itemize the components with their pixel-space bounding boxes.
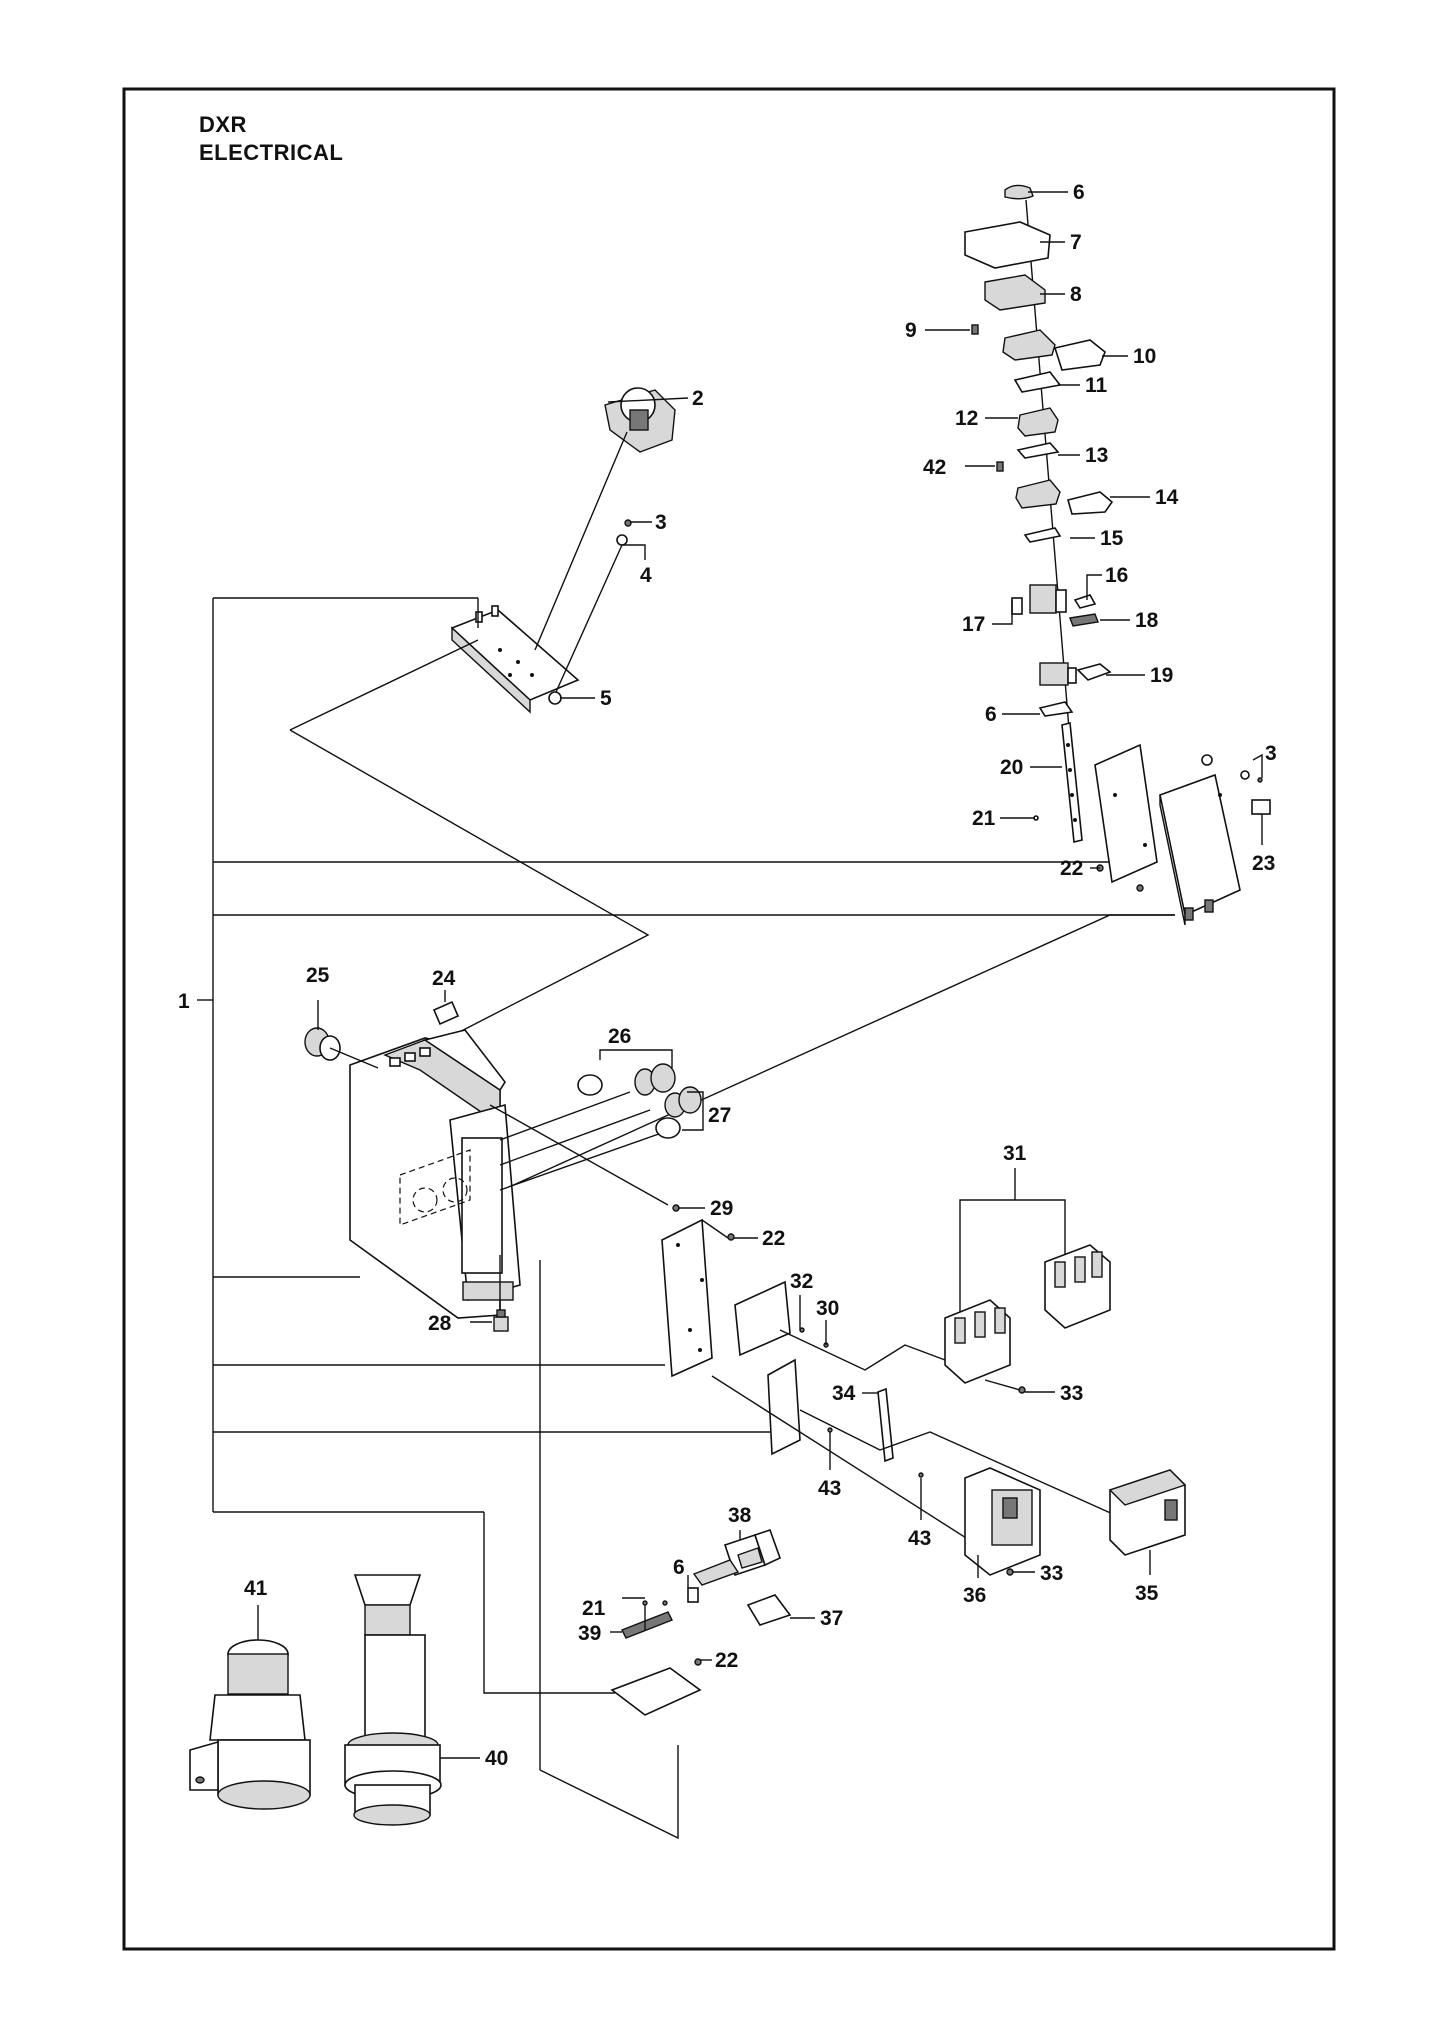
callout-7: 7 [1070, 231, 1082, 254]
callout-38: 38 [728, 1504, 752, 1527]
contactors-31 [944, 1168, 1111, 1394]
diagram-frame [122, 87, 1336, 1951]
callout-17: 17 [962, 613, 985, 636]
callout-22-mid: 22 [762, 1227, 785, 1250]
callout-13: 13 [1085, 444, 1108, 467]
callout-3-right: 3 [1265, 742, 1277, 765]
callout-11-left: 12 [955, 407, 978, 430]
callout-10: 10 [1133, 345, 1156, 368]
callout-33-bottom: 33 [1040, 1562, 1063, 1585]
callout-37: 37 [820, 1607, 843, 1630]
callout-41: 41 [244, 1577, 268, 1600]
callout-42: 42 [923, 456, 946, 479]
callout-29: 29 [710, 1197, 733, 1220]
callout-14: 14 [1155, 486, 1179, 509]
callout-11: 11 [1085, 374, 1108, 397]
main-switch-2 [534, 387, 676, 651]
callout-31: 31 [1003, 1142, 1027, 1165]
diagram-model-title: DXR [199, 112, 247, 137]
callout-22-right: 22 [1060, 857, 1083, 880]
callout-35: 35 [1135, 1582, 1159, 1605]
callout-21-right: 21 [972, 807, 996, 830]
callout-8: 8 [1070, 283, 1082, 306]
foot-28 [493, 1309, 509, 1332]
terminal-blocks-37-39 [610, 1528, 792, 1716]
callout-6-bottom: 6 [673, 1556, 685, 1579]
callout-34: 34 [832, 1382, 856, 1405]
callout-40: 40 [485, 1747, 508, 1770]
callout-labels: 1 2 3 3 4 5 6 6 6 7 8 9 10 11 12 13 14 1… [178, 181, 1277, 1770]
cover-panel-23 [369, 753, 1271, 1251]
callout-16: 16 [1105, 564, 1128, 587]
callout-3-top: 3 [655, 511, 667, 534]
cable-glands-24-27 [304, 990, 704, 1139]
callout-20: 20 [1000, 756, 1023, 779]
callout-23: 23 [1252, 852, 1275, 875]
callout-24: 24 [432, 967, 456, 990]
diagram-section-title: ELECTRICAL [199, 140, 344, 165]
callout-25: 25 [306, 964, 330, 987]
callout-27: 27 [708, 1104, 731, 1127]
callout-5: 5 [600, 687, 612, 710]
callout-33-top: 33 [1060, 1382, 1083, 1405]
callout-43-left: 43 [818, 1477, 841, 1500]
callout-6-mid: 6 [985, 703, 997, 726]
relay-35 [1108, 1469, 1187, 1575]
callout-2: 2 [692, 387, 704, 410]
callout-6-top: 6 [1073, 181, 1085, 204]
callout-15: 15 [1100, 527, 1124, 550]
electrical-enclosure [349, 1029, 679, 1840]
switch-mounting-plate [289, 598, 650, 1079]
callout-43-right: 43 [908, 1527, 931, 1550]
contactor-36 [964, 1467, 1041, 1578]
callout-30: 30 [816, 1297, 839, 1320]
callout-leaders [317, 191, 1150, 1661]
item-1-bracket [197, 597, 1175, 1694]
socket-41 [189, 1605, 311, 1810]
callout-1: 1 [178, 990, 190, 1013]
component-plate [661, 1204, 1116, 1566]
terminal-block-stack [964, 184, 1114, 841]
callout-36: 36 [963, 1584, 986, 1607]
callout-18: 18 [1135, 609, 1159, 632]
callout-39: 39 [578, 1622, 601, 1645]
callout-26: 26 [608, 1025, 631, 1048]
callout-22-bottom: 22 [715, 1649, 738, 1672]
screws-3-4-5 [548, 519, 632, 705]
callout-9: 9 [905, 319, 917, 342]
din-rail-20 [1033, 721, 1083, 844]
callout-28: 28 [428, 1312, 452, 1335]
callout-32: 32 [790, 1270, 813, 1293]
plug-40 [344, 1574, 480, 1826]
callout-4: 4 [640, 564, 652, 587]
callout-21-bottom: 21 [582, 1597, 606, 1620]
callout-19: 19 [1150, 664, 1173, 687]
backing-panel [1094, 743, 1158, 892]
